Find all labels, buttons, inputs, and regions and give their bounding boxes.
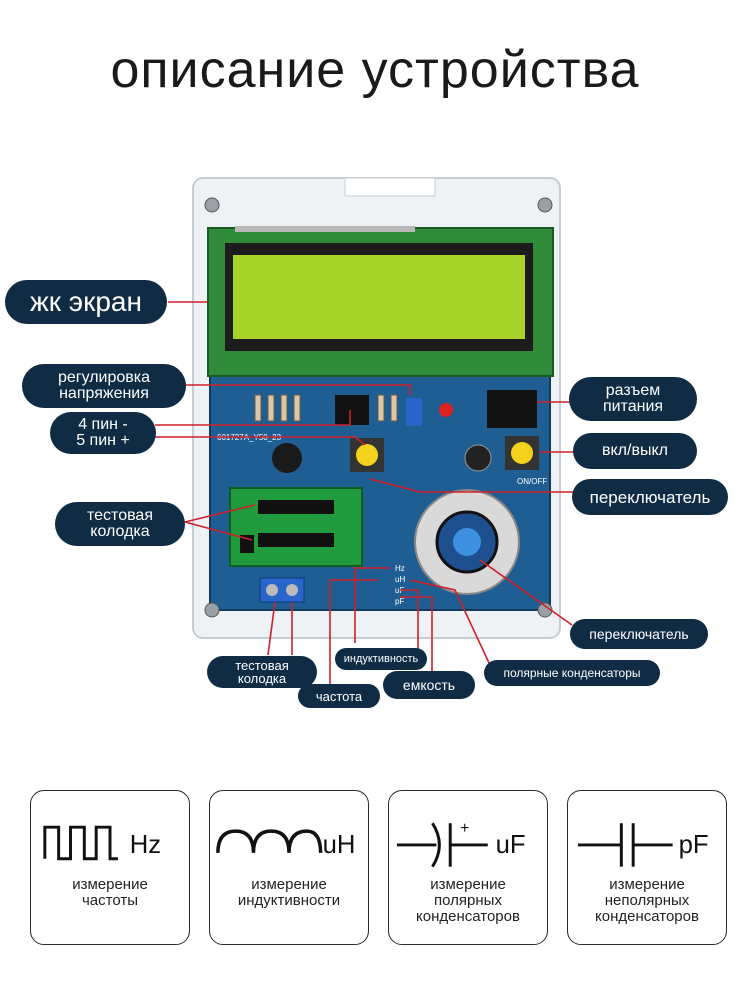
svg-text:uH: uH [323,831,356,859]
svg-text:+: + [460,820,469,837]
svg-text:Hz: Hz [130,831,161,859]
callout-inductance: индуктивность [335,648,427,670]
callout-test-socket-top: тестовая колодка [55,502,185,546]
zif-socket [229,487,363,567]
svg-text:pF: pF [395,597,404,606]
leader-lines [155,301,576,688]
lcd-screen [233,255,525,339]
page-title: описание устройства [110,41,640,99]
trimmer [406,398,422,426]
callout-frequency: частота [298,684,380,708]
callout-capacitance: емкость [383,671,475,699]
svg-text:uF: uF [496,831,526,859]
callout-power-jack: разъем питания [569,377,697,421]
svg-text:uH: uH [395,575,405,584]
svg-text:ON/OFF: ON/OFF [517,477,547,486]
callout-voltage-adjust: регулировка напряжения [22,364,186,408]
feature-card-inductance: uH измерение индуктивности [209,790,369,945]
callout-switch-bottom: переключатель [570,619,708,649]
callout-lcd: жк экран [5,280,167,324]
feature-card-frequency: Hz измерение частоты [30,790,190,945]
screw [204,197,220,213]
button-yellow [356,444,378,466]
svg-text:uF: uF [395,586,404,595]
feature-card-polar-cap: + uF измерение полярных конденсаторов [388,790,548,945]
polar-capacitor-icon: + uF [396,820,526,868]
callout-polar-caps: полярные конденсаторы [484,660,660,686]
inductor-coil-icon: uH [216,829,356,859]
callout-on-off: вкл/выкл [573,433,697,469]
callout-switch-top: переключатель [572,479,728,515]
button-yellow [511,442,533,464]
svg-text:pF: pF [679,831,709,859]
screw [537,197,553,213]
callout-test-socket-bottom: тестовая колодка [207,656,317,688]
svg-text:Hz: Hz [395,564,405,573]
led [439,403,453,417]
power-jack [487,390,537,428]
capacitor-icon: pF [577,823,709,867]
screw [204,602,220,618]
ic-chip [335,395,369,425]
callout-pins: 4 пин - 5 пин + [50,412,156,454]
device-illustration: 601727A_Y50_23 Hz uH uF pF ON/OFF [155,177,576,688]
square-wave-icon: Hz [43,825,161,861]
feature-card-nonpolar-cap: pF измерение неполярных конденсаторов [567,790,727,945]
